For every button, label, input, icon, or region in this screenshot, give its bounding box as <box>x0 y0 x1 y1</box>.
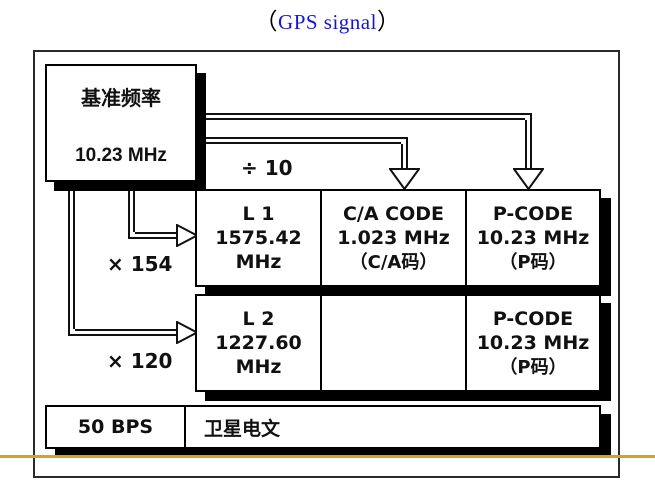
connector-corner-cacode <box>401 137 408 144</box>
cell-p-code-l2: P-CODE 10.23 MHz （P码） <box>465 296 599 390</box>
cell-line: P-CODE <box>492 203 574 226</box>
cell-line: P-CODE <box>492 308 574 331</box>
label-multiply-120: × 120 <box>107 349 173 373</box>
reference-frequency-value: 10.23 MHz <box>75 145 167 166</box>
connector-pipe-cacode-horizontal <box>196 137 408 144</box>
connector-pipe-pcode-vertical <box>525 116 532 176</box>
connector-pipe-x154-horizontal <box>131 232 183 239</box>
page-title: （GPS signal） <box>0 2 655 36</box>
arrow-head-x154 <box>176 223 200 248</box>
amber-horizontal-rule <box>0 455 655 458</box>
title-open-paren: （ <box>254 9 279 34</box>
connector-corner-pcode <box>525 113 532 120</box>
connector-pipe-cacode-vertical <box>401 140 408 176</box>
title-text: GPS signal <box>278 10 377 34</box>
label-divide-by-10: ÷ 10 <box>241 156 293 180</box>
connector-pipe-x120-vertical <box>68 182 75 336</box>
navigation-message-bar: 50 BPS 卫星电文 <box>45 405 601 449</box>
cell-line: L 2 <box>242 307 275 330</box>
cell-navigation-message: 卫星电文 <box>184 407 599 447</box>
cell-ca-code: C/A CODE 1.023 MHz （C/A码） <box>320 191 465 285</box>
cell-p-code-l1: P-CODE 10.23 MHz （P码） <box>465 191 599 285</box>
connector-pipe-x154-vertical <box>128 182 135 238</box>
cell-line: L 1 <box>242 202 275 225</box>
arrow-head-x120 <box>176 320 200 345</box>
cell-line: （C/A码） <box>349 251 438 273</box>
cell-line: （P码） <box>499 356 567 378</box>
connector-pipe-pcode-horizontal <box>196 113 532 120</box>
reference-frequency-box: 基准频率 10.23 MHz <box>45 64 197 182</box>
connector-corner-x120 <box>68 329 75 336</box>
arrow-head-pcode <box>512 168 545 191</box>
label-multiply-154: × 154 <box>107 252 173 276</box>
cell-line: MHz <box>235 356 282 379</box>
title-close-paren: ） <box>376 9 401 34</box>
cell-line: MHz <box>235 251 282 274</box>
table-row: L 1 1575.42 MHz C/A CODE 1.023 MHz （C/A码… <box>195 189 601 287</box>
cell-line: 10.23 MHz <box>476 227 590 250</box>
arrow-head-cacode <box>388 168 421 191</box>
connector-pipe-x120-horizontal <box>71 329 183 336</box>
table-row: L 2 1227.60 MHz P-CODE 10.23 MHz （P码） <box>195 294 601 392</box>
cell-l1-carrier: L 1 1575.42 MHz <box>197 191 320 285</box>
cell-data-rate: 50 BPS <box>47 407 184 447</box>
cell-empty <box>320 296 465 390</box>
cell-line: （P码） <box>499 251 567 273</box>
cell-line: 10.23 MHz <box>476 332 590 355</box>
reference-frequency-name: 基准频率 <box>81 86 161 110</box>
signal-table: L 1 1575.42 MHz C/A CODE 1.023 MHz （C/A码… <box>195 189 601 392</box>
data-rate-value: 50 BPS <box>77 416 154 438</box>
cell-line: C/A CODE <box>342 203 445 226</box>
connector-corner-x154 <box>128 232 135 239</box>
cell-line: 1.023 MHz <box>337 227 450 250</box>
navigation-message-label: 卫星电文 <box>204 417 281 440</box>
cell-line: 1575.42 <box>215 226 302 249</box>
cell-line: 1227.60 <box>215 331 302 354</box>
cell-l2-carrier: L 2 1227.60 MHz <box>197 296 320 390</box>
